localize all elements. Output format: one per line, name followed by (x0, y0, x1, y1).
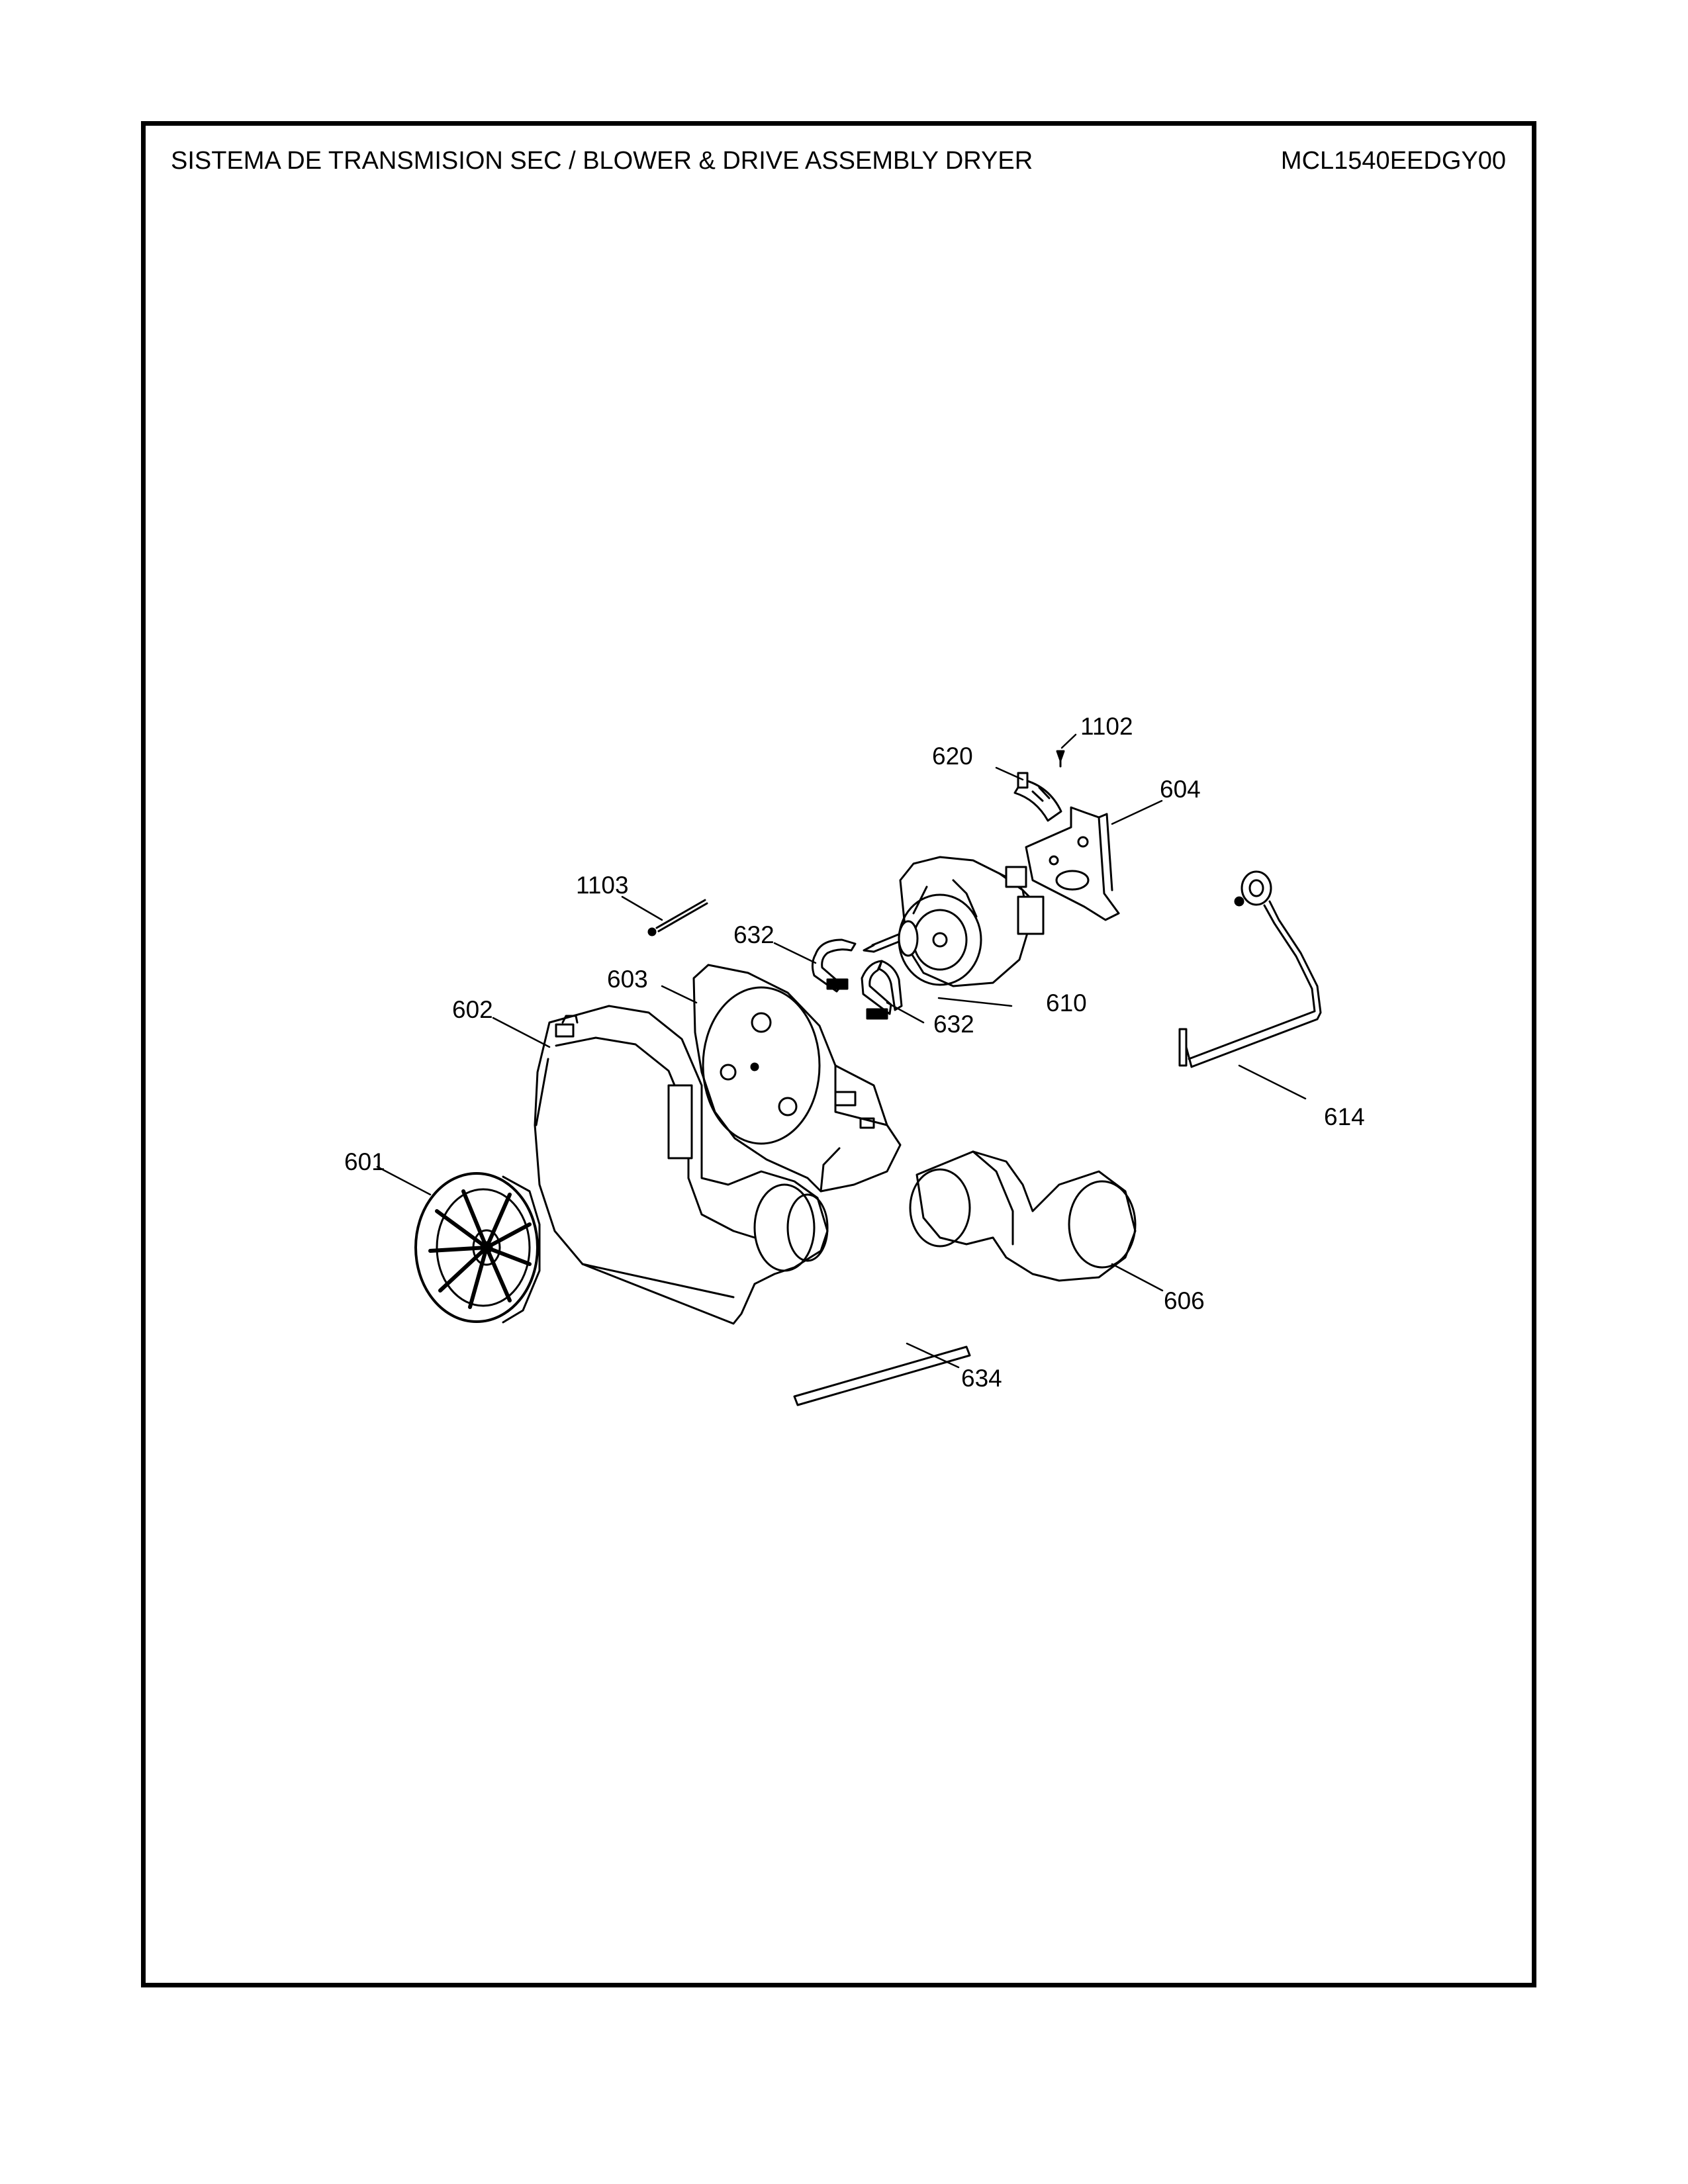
callout-601: 601 (344, 1148, 385, 1175)
callout-634: 634 (961, 1365, 1002, 1392)
part-604-bracket (1025, 806, 1120, 921)
part-601-blower-wheel (414, 1172, 541, 1324)
callout-604: 604 (1160, 776, 1201, 803)
part-603-blower-housing (692, 964, 902, 1193)
part-632-clamp-lower (861, 960, 903, 1020)
part-620-clip (1013, 772, 1062, 822)
callout-leaders (376, 733, 1307, 1369)
callout-602: 602 (452, 996, 493, 1023)
part-634-strip (793, 1345, 971, 1406)
part-1103-pin (647, 899, 708, 936)
part-606-duct (909, 1150, 1137, 1282)
callout-620: 620 (932, 743, 973, 770)
part-632-clamp-upper (811, 938, 857, 993)
callout-1103: 1103 (576, 872, 629, 899)
callout-606: 606 (1164, 1287, 1205, 1314)
callout-614: 614 (1324, 1103, 1365, 1130)
part-614-idler-arm (1178, 870, 1322, 1068)
callout-632-lower: 632 (933, 1011, 974, 1038)
part-602-blower-housing (534, 1005, 829, 1325)
diagram-border (141, 121, 1536, 1987)
callout-632-upper: 632 (733, 921, 774, 948)
callout-610: 610 (1046, 989, 1087, 1017)
callout-603: 603 (607, 966, 648, 993)
part-610-motor (863, 856, 1045, 987)
callout-1102: 1102 (1080, 713, 1133, 740)
part-1102-screw (1056, 750, 1065, 768)
diagram-title: SISTEMA DE TRANSMISION SEC / BLOWER & DR… (171, 147, 1033, 175)
model-number: MCL1540EEDGY00 (1280, 147, 1506, 175)
